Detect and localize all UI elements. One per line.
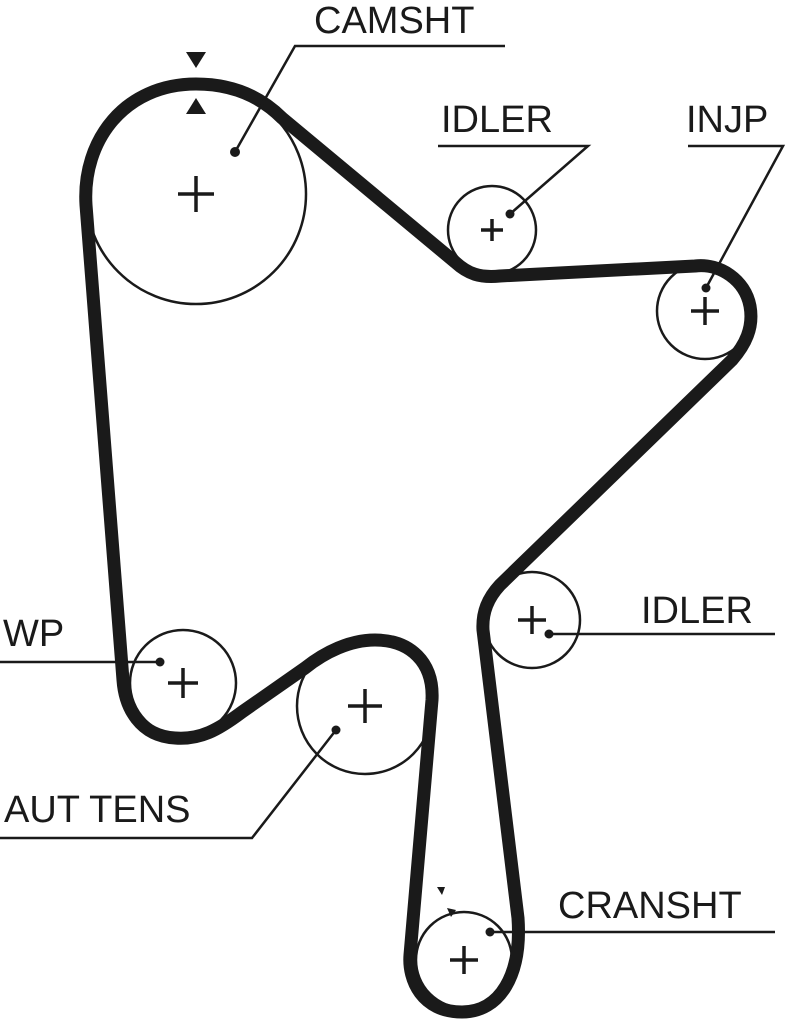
crankshaft-timing-mark-inner [447,908,456,917]
water-pump-label: WP [3,613,64,655]
idler-top-label: IDLER [441,99,553,141]
idler-right-label: IDLER [641,590,753,632]
crankshaft-center-mark [450,946,478,974]
crankshaft-label: CRANSHT [558,885,742,927]
idler-top-leader [438,144,592,219]
camshaft-leader [230,44,505,157]
idler-top-center-mark [481,219,503,241]
injection-pump-center-mark [691,297,719,325]
camshaft-label: CAMSHT [314,0,474,42]
water-pump-leader [0,657,165,667]
timing-belt [79,77,758,1019]
injection-pump-label: INJP [686,99,768,141]
idler-right-center-mark [518,606,546,634]
crankshaft-timing-mark-outer [437,887,445,895]
auto-tensioner-center-mark [348,689,382,723]
idler-right-leader [544,629,775,639]
injection-pump-leader [688,144,786,293]
camshaft-timing-mark-bottom [186,98,206,114]
camshaft-timing-mark-top [186,52,206,68]
auto-tensioner-label: AUT TENS [4,789,191,831]
crankshaft-leader [485,927,775,937]
water-pump-center-mark [168,668,198,698]
auto-tensioner-leader [0,725,341,840]
camshaft-center-mark [178,176,214,212]
